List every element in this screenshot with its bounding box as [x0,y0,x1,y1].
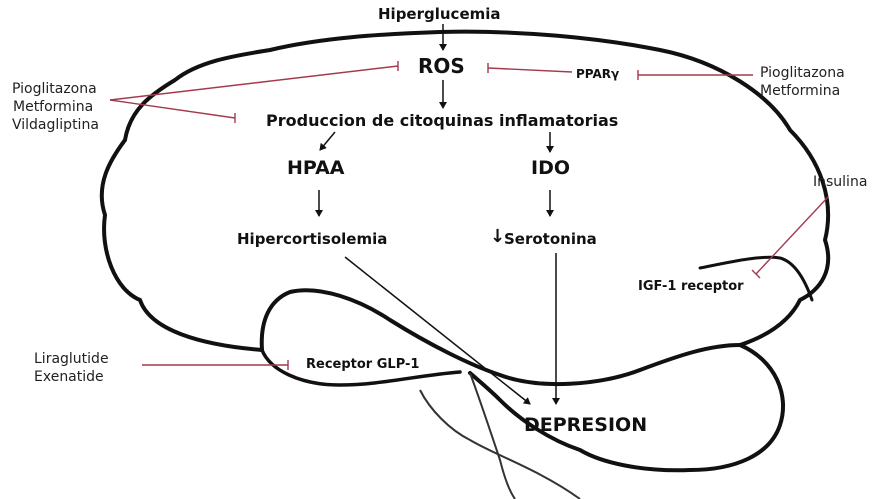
drug-item: Liraglutide [34,351,109,367]
node-hipercortisolemia: Hipercortisolemia [237,230,388,248]
brain-sulcus [698,255,814,302]
inhibitor-drugs-ros [109,65,399,101]
drug-group-left-bottom: Liraglutide Exenatide [34,350,109,386]
drug-item: Metformina [760,83,841,99]
node-ido: IDO [531,157,570,179]
node-serotonina: Serotonina [504,230,597,248]
inhibitor-drugs-citoquinas [109,99,236,119]
brain-outline [99,29,831,352]
drug-item: Pioglitazona [12,81,97,97]
node-citoquinas: Produccion de citoquinas inflamatorias [266,111,619,130]
inhibitor-lines [109,61,829,370]
node-receptor-glp1: Receptor GLP-1 [306,357,420,372]
inhibitor-insulina-igf1 [755,196,829,275]
node-ros: ROS [418,54,465,78]
arrow-hipercortisolemia-depresion [344,256,531,405]
node-ppar-gamma: PPARγ [576,67,620,81]
drug-item: Metformina [13,99,94,115]
drug-item: Vildagliptina [12,117,99,133]
cerebellum-outline [468,343,786,473]
node-hiperglucemia: Hiperglucemia [378,5,501,23]
down-arrow-symbol: ↓ [490,226,506,247]
arrow-citoquinas-hpaa [319,131,336,151]
drug-item: Exenatide [34,369,104,385]
drug-item: Pioglitazona [760,65,845,81]
brainstem-outline [469,372,516,499]
brainstem-outline-2 [419,389,581,499]
node-hpaa: HPAA [287,157,345,179]
inhibitor-insulina-igf1-bar [751,269,761,279]
node-igf1-receptor: IGF-1 receptor [638,279,744,294]
drug-group-right-mid: Insulina [813,173,867,191]
drug-group-left-top: Pioglitazona Metformina Vildagliptina [12,80,99,134]
temporal-lobe-outline [259,288,742,387]
inhibitor-ppar-ros [487,67,573,73]
node-depresion: DEPRESION [524,414,648,436]
drug-group-right-top: Pioglitazona Metformina [760,64,845,100]
drug-item: Insulina [813,174,868,190]
temporal-lobe-lower [260,348,462,387]
